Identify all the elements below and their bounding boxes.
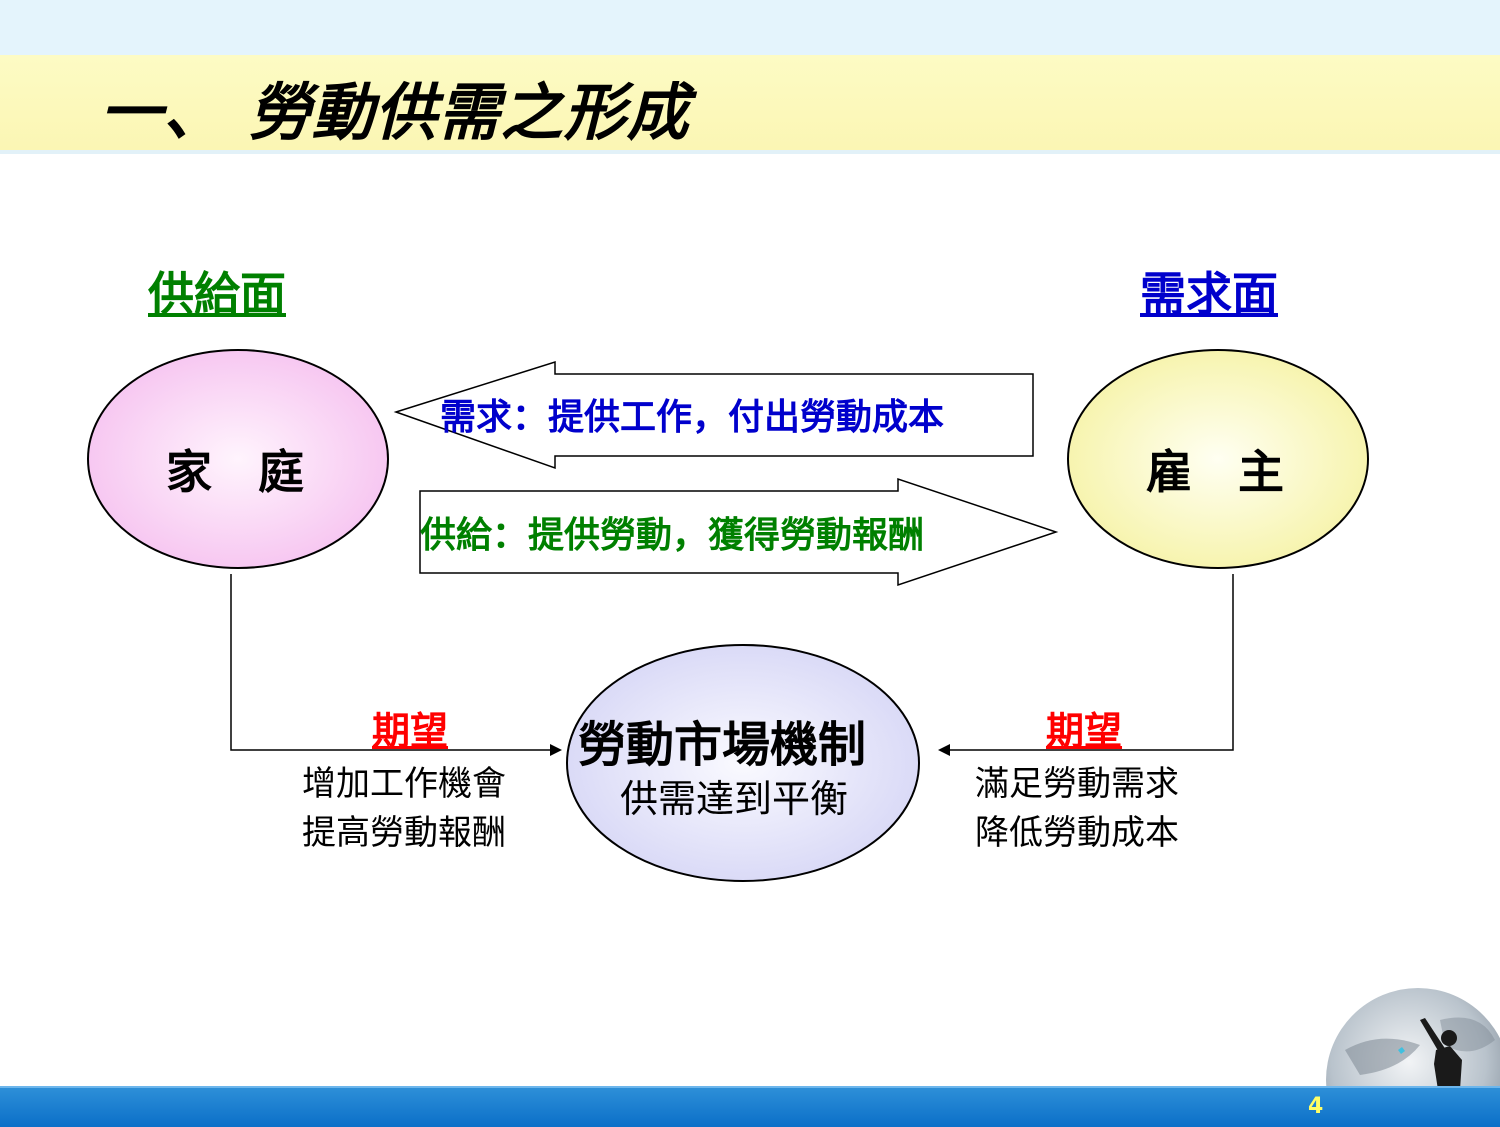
- footer-bar: [0, 1086, 1500, 1127]
- supply-side-label: 供給面: [148, 267, 286, 321]
- slide-title: 一、 勞動供需之形成: [100, 76, 690, 149]
- top-strip: [0, 0, 1500, 55]
- left-connector: [230, 574, 552, 751]
- page-number: 4: [1308, 1094, 1324, 1119]
- left-expect-heading: 期望: [372, 709, 449, 753]
- market-title: 勞動市場機制: [578, 717, 867, 773]
- market-ellipse: [566, 644, 920, 882]
- demand-arrow: [393, 360, 1034, 470]
- supply-arrow-text: 供給：提供勞動，獲得勞動報酬: [420, 515, 925, 556]
- right-expect-heading: 期望: [1046, 709, 1123, 753]
- demand-arrow-text: 需求：提供工作，付出勞動成本: [440, 397, 945, 438]
- left-connector-head: [550, 744, 562, 756]
- title-band: [0, 55, 1500, 154]
- household-ellipse: [87, 349, 389, 569]
- right-expect-line-1: 滿足勞動需求: [975, 764, 1179, 804]
- employer-ellipse: [1067, 349, 1369, 569]
- demand-side-label: 需求面: [1140, 267, 1278, 321]
- right-connector: [948, 574, 1234, 751]
- household-label: 家 庭: [166, 445, 304, 499]
- left-expect-line-1: 增加工作機會: [302, 764, 506, 804]
- employer-label: 雇 主: [1146, 445, 1284, 499]
- left-expect-line-2: 提高勞動報酬: [302, 813, 506, 853]
- supply-arrow: [419, 477, 1059, 587]
- right-expect-line-2: 降低勞動成本: [975, 813, 1179, 853]
- right-connector-head: [938, 744, 950, 756]
- market-subtitle: 供需達到平衡: [620, 777, 849, 821]
